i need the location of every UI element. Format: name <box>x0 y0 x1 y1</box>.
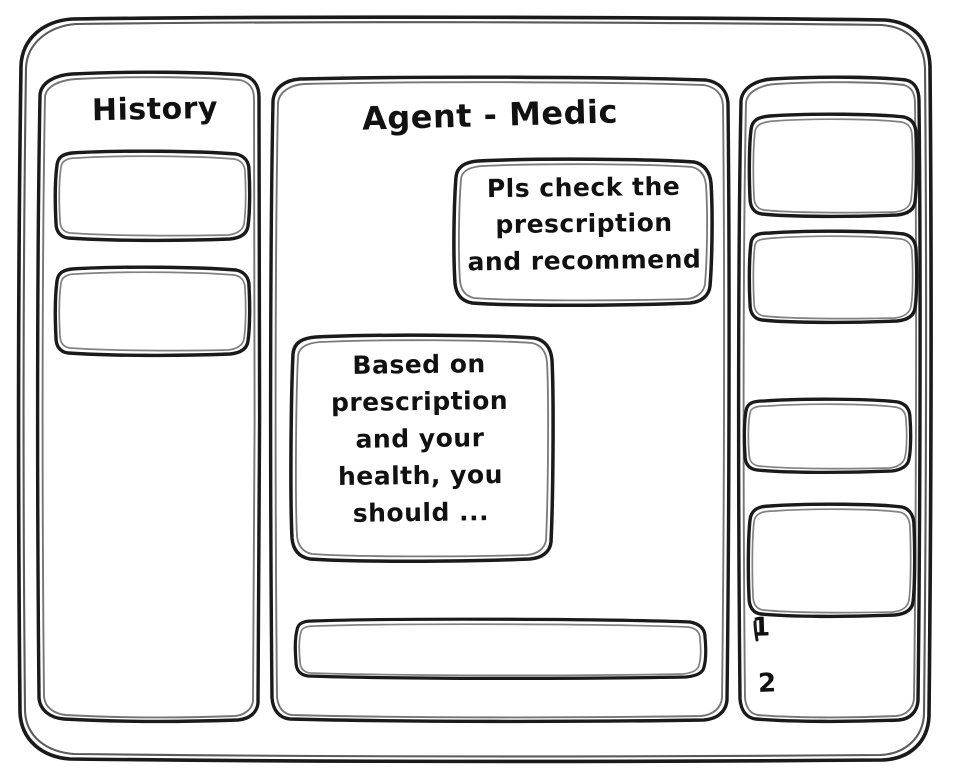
assistant-message-text: Based on prescription and your health, y… <box>330 349 509 528</box>
doc-source-item-1[interactable]: 1 <box>751 612 771 643</box>
history-item-1[interactable] <box>56 153 250 240</box>
page-title: Agent - Medic <box>361 92 619 138</box>
doc-source-item-2[interactable]: 2 <box>757 668 777 699</box>
tool-button-params[interactable]: params <box>745 401 911 473</box>
tool-button-llm[interactable]: LLM <box>750 116 917 216</box>
doc-source-button[interactable]: Doc source <box>749 506 915 616</box>
composer-input[interactable] <box>296 621 706 678</box>
history-item-2[interactable] <box>56 269 250 356</box>
user-message-text: Pls check the prescription and recommend <box>467 171 702 276</box>
tool-button-ocr[interactable]: OCR <box>750 233 917 322</box>
history-panel-title: History <box>91 90 219 129</box>
